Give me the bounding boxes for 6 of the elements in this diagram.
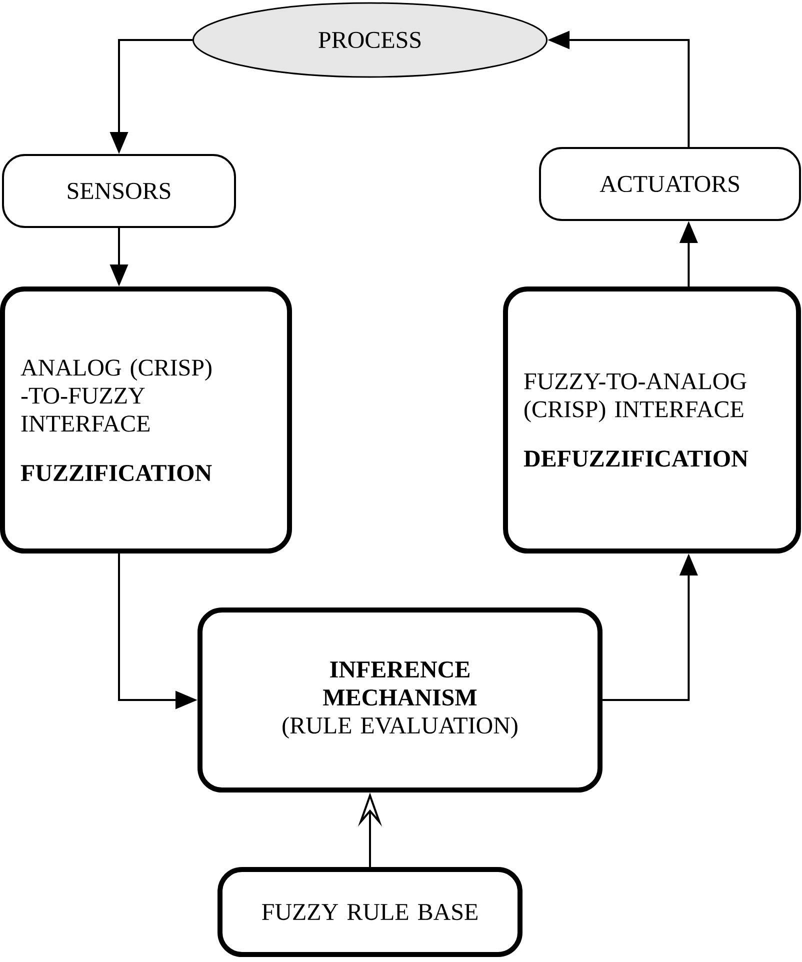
sensors-box: SENSORS <box>2 154 236 228</box>
actuators-box: ACTUATORS <box>539 147 802 221</box>
inference-box: INFERENCE MECHANISM (RULE EVALUATION) <box>198 608 602 792</box>
defuzzification-box: FUZZY-TO-ANALOG (CRISP) INTERFACE DEFUZZIFICATION <box>503 286 802 554</box>
fuzzification-box: ANALOG (CRISP) -TO-FUZZY INTERFACE FUZZIFICATION <box>0 286 292 554</box>
rule-base-box: FUZZY RULE BASE <box>218 867 522 958</box>
